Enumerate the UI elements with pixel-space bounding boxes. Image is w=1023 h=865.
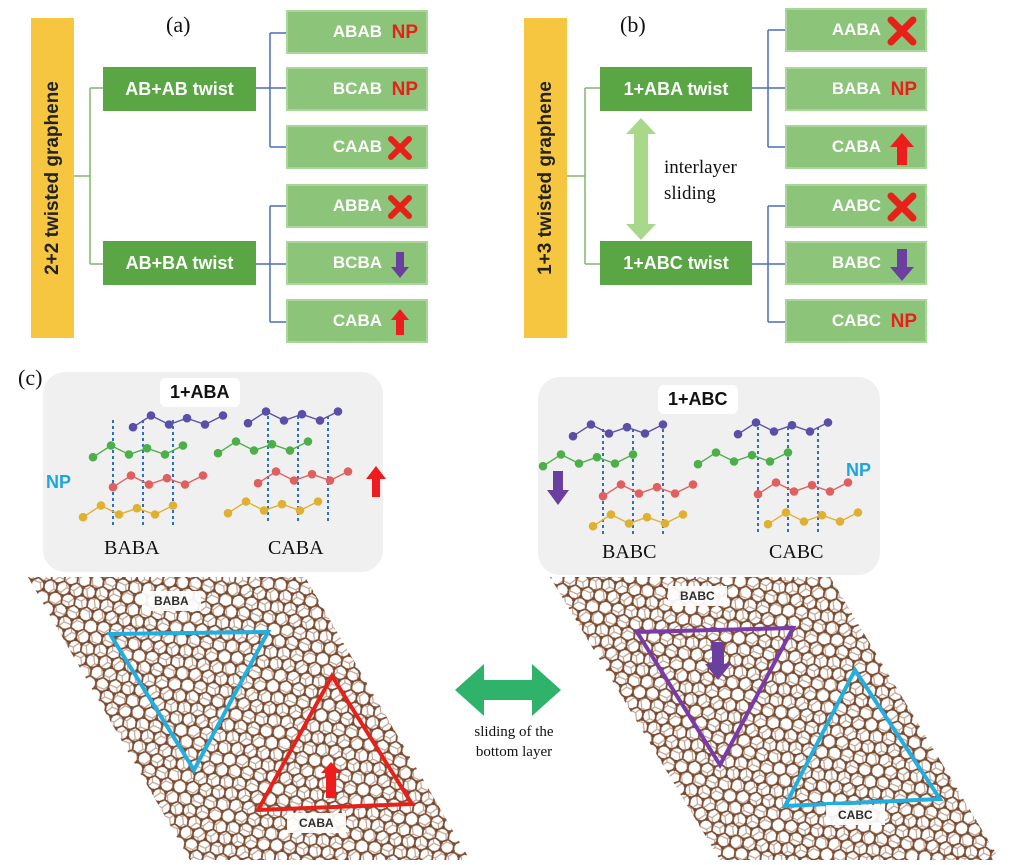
panel-b-group-1-aba: 1+ABA twist bbox=[600, 67, 752, 111]
up-arrow-icon bbox=[366, 466, 386, 497]
np-label: NP bbox=[46, 472, 72, 492]
down-arrow-icon bbox=[547, 471, 569, 505]
lattice-label-baba: BABA bbox=[142, 591, 201, 611]
leaf-abab: ABAB NP bbox=[286, 10, 428, 54]
leaf-label: AABC bbox=[831, 196, 881, 215]
group-label: 1+ABA twist bbox=[623, 78, 729, 99]
sliding-caption-line2: bottom layer bbox=[475, 744, 553, 760]
group-label: 1+ABC twist bbox=[623, 252, 729, 273]
interlayer-sliding-text: interlayer sliding bbox=[664, 155, 737, 207]
atom-layer bbox=[733, 418, 833, 439]
stack-label-caba: CABA bbox=[268, 537, 324, 559]
leaf-bcab: BCAB NP bbox=[286, 67, 428, 111]
leaf-label: BABC bbox=[831, 253, 881, 272]
leaf-baba: BABA NP bbox=[785, 67, 927, 111]
cross-icon bbox=[887, 192, 917, 222]
down-arrow-icon bbox=[890, 249, 914, 281]
atom-layer bbox=[253, 467, 353, 488]
leaf-label: CABA bbox=[332, 311, 382, 330]
moire-lattices bbox=[28, 577, 1000, 860]
sliding-line2: sliding bbox=[664, 183, 716, 204]
atom-layer bbox=[213, 437, 313, 458]
up-arrow-icon bbox=[890, 133, 914, 165]
atom-layer bbox=[78, 501, 178, 522]
atom-layer bbox=[88, 441, 188, 462]
sliding-arrow-icon bbox=[455, 664, 561, 716]
stacking-box-title: 1+ABC bbox=[658, 385, 738, 414]
lattice-label-babc: BABC bbox=[668, 586, 727, 606]
atom-layer bbox=[128, 411, 228, 432]
lattice-label-caba: CABA bbox=[287, 813, 346, 833]
leaf-label: AABA bbox=[831, 20, 881, 39]
interlayer-sliding-arrow bbox=[626, 118, 656, 240]
cross-icon bbox=[388, 136, 412, 160]
leaf-label: BCBA bbox=[332, 253, 382, 272]
np-mark: NP bbox=[890, 311, 917, 332]
atom-layer bbox=[538, 450, 638, 471]
atom-layer bbox=[763, 508, 863, 529]
np-mark: NP bbox=[391, 79, 418, 100]
leaf-cabc: CABC NP bbox=[785, 299, 927, 343]
np-mark: NP bbox=[890, 79, 917, 100]
layer-stack-1-aba bbox=[78, 407, 353, 525]
atom-layer bbox=[223, 497, 323, 518]
np-label: NP bbox=[846, 460, 872, 480]
stacking-box-title: 1+ABA bbox=[160, 378, 240, 407]
leaf-caab: CAAB bbox=[286, 125, 428, 169]
panel-a-group-ab-ba: AB+BA twist bbox=[103, 241, 256, 285]
leaf-babc: BABC bbox=[785, 241, 927, 285]
stack-label-cabc: CABC bbox=[769, 541, 824, 563]
atom-layer bbox=[598, 480, 698, 501]
panel-b-root-bar: 1+3 twisted graphene bbox=[524, 18, 567, 338]
cross-icon bbox=[887, 16, 917, 46]
leaf-label: CABA bbox=[831, 137, 881, 156]
lattice-left bbox=[28, 577, 470, 860]
leaf-caba: CABA bbox=[286, 299, 428, 343]
atom-layer bbox=[243, 407, 343, 428]
leaf-label: BABA bbox=[831, 79, 881, 98]
sliding-caption: sliding of the bottom layer bbox=[462, 722, 566, 762]
leaf-label: ABBA bbox=[332, 196, 382, 215]
stack-label-babc: BABC bbox=[602, 541, 657, 563]
panel-a-group-ab-ab: AB+AB twist bbox=[103, 67, 256, 111]
lattice-right bbox=[550, 577, 1000, 860]
lattice-label-cabc: CABC bbox=[826, 805, 885, 825]
panel-b-group-1-abc: 1+ABC twist bbox=[600, 241, 752, 285]
group-label: AB+BA twist bbox=[125, 252, 234, 273]
atom-layer bbox=[753, 478, 853, 499]
group-label: AB+AB twist bbox=[125, 78, 234, 99]
cross-icon bbox=[388, 195, 412, 219]
leaf-label: CAAB bbox=[332, 137, 382, 156]
panel-b-connectors bbox=[567, 29, 785, 323]
sliding-line1: interlayer bbox=[664, 157, 737, 178]
atom-layer bbox=[108, 471, 208, 492]
leaf-abba: ABBA bbox=[286, 184, 428, 228]
np-mark: NP bbox=[391, 22, 418, 43]
stack-label-baba: BABA bbox=[104, 537, 160, 559]
leaf-label: CABC bbox=[831, 311, 881, 330]
sliding-caption-line1: sliding of the bbox=[474, 724, 554, 740]
panel-a-connectors bbox=[74, 32, 286, 323]
layer-stack-1-abc bbox=[538, 418, 863, 534]
leaf-label: ABAB bbox=[332, 22, 382, 41]
leaf-aabc: AABC bbox=[785, 184, 927, 228]
panel-a-label: (a) bbox=[166, 12, 191, 37]
down-arrow-icon bbox=[391, 252, 409, 278]
up-arrow-icon bbox=[391, 309, 409, 335]
atom-layer bbox=[568, 420, 668, 441]
panel-b-label: (b) bbox=[620, 12, 646, 37]
panel-a-root-bar: 2+2 twisted graphene bbox=[31, 18, 74, 338]
panel-c-label: (c) bbox=[18, 365, 43, 390]
leaf-caba-b: CABA bbox=[785, 125, 927, 169]
leaf-label: BCAB bbox=[332, 79, 382, 98]
leaf-bcba: BCBA bbox=[286, 241, 428, 285]
atom-layer bbox=[588, 510, 688, 531]
atom-layer bbox=[693, 448, 793, 469]
leaf-aaba: AABA bbox=[785, 8, 927, 52]
